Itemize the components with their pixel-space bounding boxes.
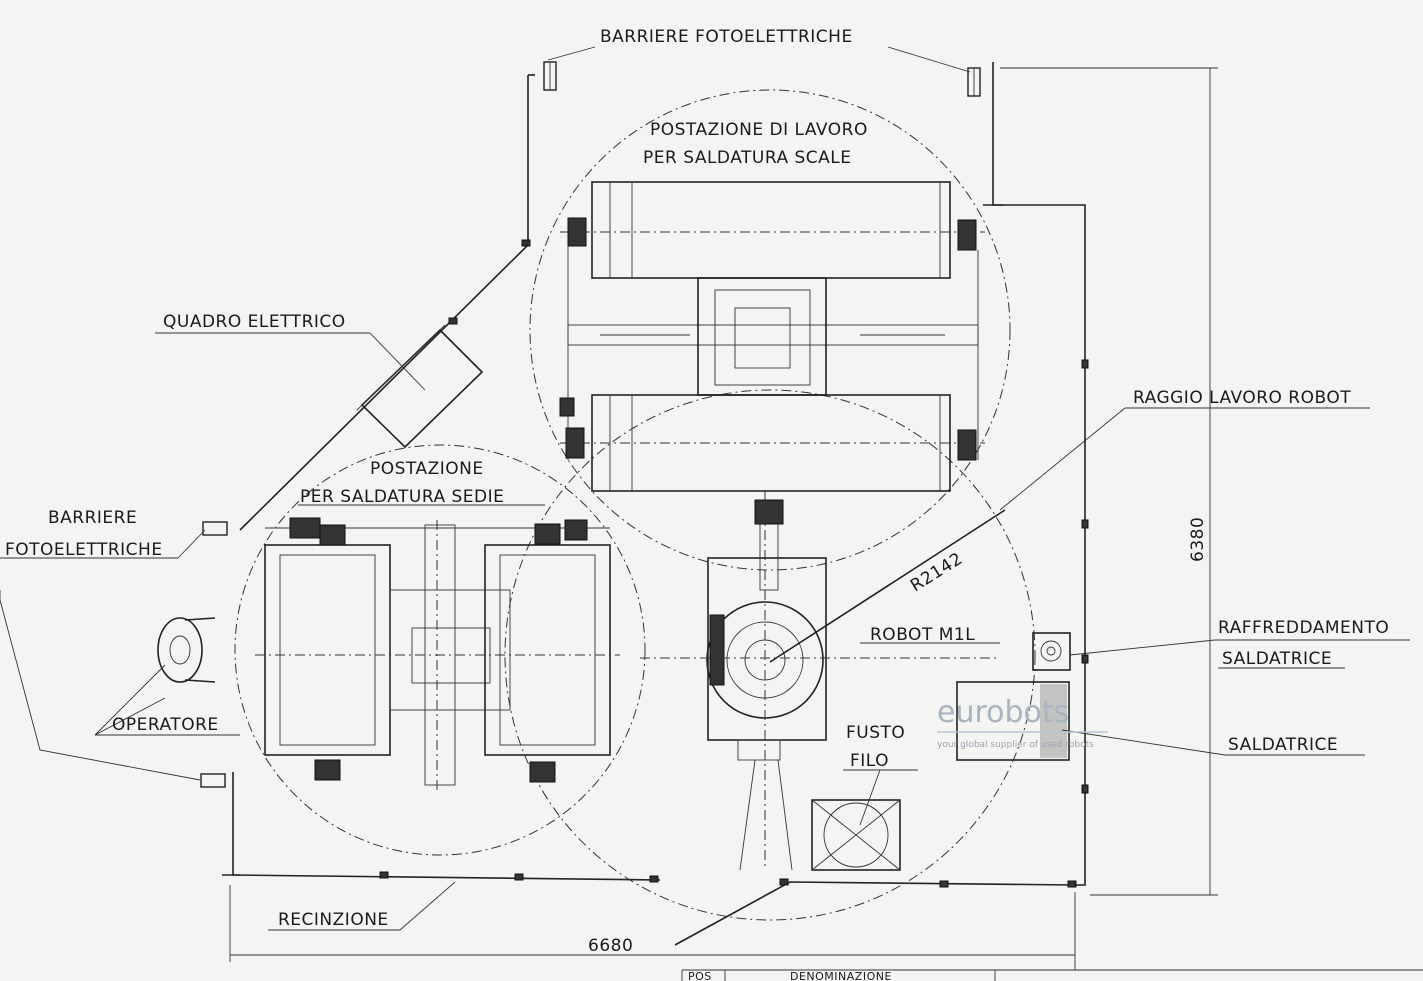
label-robot: ROBOT M1L: [870, 625, 975, 645]
label-fusto: FUSTO: [846, 723, 905, 743]
label-barriere-left: BARRIERE: [48, 508, 137, 528]
label-r2142: R2142: [907, 549, 966, 596]
wire-drum: [811, 799, 901, 871]
label-saldatura-sedie: PER SALDATURA SEDIE: [300, 487, 504, 507]
label-recinzione: RECINZIONE: [278, 910, 389, 930]
station-scale: [559, 181, 985, 492]
operator-figure: [157, 617, 216, 683]
label-barriere-top: BARRIERE FOTOELETTRICHE: [600, 27, 853, 47]
leader-lines: [0, 46, 1410, 931]
welder: [956, 681, 1070, 761]
label-raggio-lavoro: RAGGIO LAVORO ROBOT: [1133, 388, 1351, 408]
dimension-6680: [229, 885, 1076, 970]
label-saldatura-scale: PER SALDATURA SCALE: [643, 148, 852, 168]
fence: [222, 62, 1089, 946]
dimension-6380-value: 6380: [1188, 517, 1208, 562]
watermark-tagline: your global supplier of used robots: [937, 740, 1094, 750]
dimension-6680-value: 6680: [588, 936, 633, 956]
photo-barrier-icon: [200, 61, 981, 788]
label-saldatrice-raff: SALDATRICE: [1222, 649, 1332, 669]
label-raffreddamento: RAFFREDDAMENTO: [1218, 618, 1389, 638]
title-block: [681, 969, 1423, 981]
work-radius-circles: [234, 89, 1036, 921]
label-quadro-elettrico: QUADRO ELETTRICO: [163, 312, 346, 332]
label-saldatrice: SALDATRICE: [1228, 735, 1338, 755]
cooling-unit: [1032, 632, 1071, 671]
labels: BARRIERE FOTOELETTRICHE POSTAZIONE DI LA…: [5, 27, 1389, 981]
title-block-pos: POS: [688, 970, 712, 981]
robot: [640, 490, 1006, 871]
label-postazione: POSTAZIONE: [370, 459, 484, 479]
label-fotoelettriche-left: FOTOELETTRICHE: [5, 540, 163, 560]
watermark-brand: eurobots: [937, 695, 1069, 730]
label-operatore: OPERATORE: [112, 715, 219, 735]
dimension-6380: [1000, 67, 1218, 896]
electrical-panel: [356, 324, 484, 449]
station-sedie: [255, 517, 620, 790]
label-postazione-lavoro: POSTAZIONE DI LAVORO: [650, 120, 868, 140]
title-block-denominazione: DENOMINAZIONE: [790, 970, 892, 981]
eurobots-watermark: eurobots your global supplier of used ro…: [937, 695, 1108, 750]
label-filo: FILO: [850, 751, 889, 771]
